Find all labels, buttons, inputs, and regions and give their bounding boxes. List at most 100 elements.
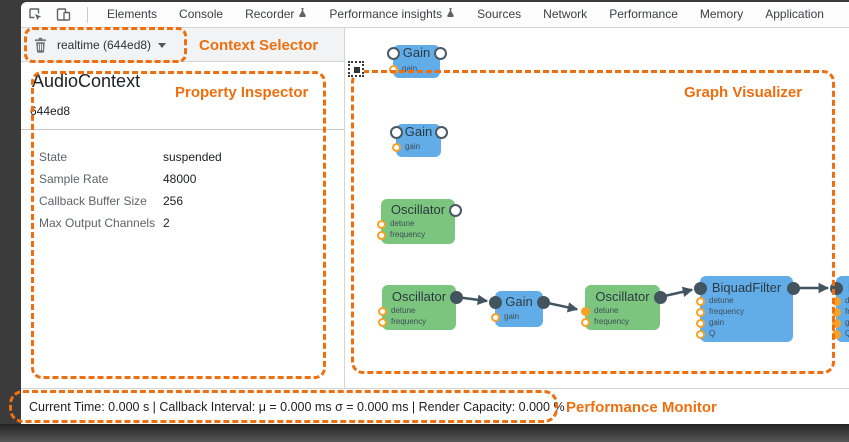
- devtools-window: Elements Console Recorder Performance insig…: [21, 2, 849, 424]
- property-value: suspended: [163, 150, 222, 164]
- output-port: [433, 46, 447, 60]
- tab-memory[interactable]: Memory: [689, 2, 754, 27]
- property-row: State suspended: [39, 146, 336, 168]
- property-label: Max Output Channels: [39, 216, 156, 230]
- param-port-gain: [388, 64, 398, 74]
- inspect-element-icon[interactable]: [28, 7, 43, 22]
- graph-node-oscillator-2[interactable]: Oscillator detune frequency: [382, 285, 456, 330]
- node-title: Gain: [404, 124, 433, 139]
- node-param-label: Q: [709, 329, 716, 338]
- tab-label: Performance: [609, 7, 678, 21]
- node-param-label: frequency: [390, 230, 426, 239]
- node-param-label: Q: [845, 329, 849, 338]
- context-selector-dropdown[interactable]: realtime (644ed8): [57, 37, 167, 52]
- input-port: [488, 295, 502, 309]
- output-port: [653, 290, 667, 304]
- audiocontext-id: 644ed8: [30, 104, 71, 118]
- property-label: State: [39, 150, 68, 164]
- param-port-gain: [695, 318, 705, 328]
- tab-sources[interactable]: Sources: [466, 2, 532, 27]
- tab-label: Network: [543, 7, 588, 21]
- node-param-label: detune: [391, 306, 416, 315]
- output-port: [786, 281, 800, 295]
- tab-label: Sources: [477, 7, 522, 21]
- graph-node-gain-2[interactable]: Gain gain: [396, 124, 441, 157]
- node-param-label: gain: [845, 318, 849, 327]
- toolbar-separator: [87, 6, 88, 23]
- input-port: [386, 46, 400, 60]
- node-title: Oscillator: [391, 289, 447, 304]
- property-label: Callback Buffer Size: [39, 194, 147, 208]
- property-row: Callback Buffer Size 256: [39, 190, 336, 212]
- performance-monitor-bar: Current Time: 0.000 s | Callback Interva…: [21, 388, 849, 424]
- tab-recorder[interactable]: Recorder: [234, 2, 318, 27]
- param-port-detune: [376, 219, 386, 229]
- node-param-label: detune: [845, 296, 849, 305]
- node-title: Gain: [402, 45, 431, 60]
- graph-node-oscillator-1[interactable]: Oscillator detune frequency: [381, 199, 455, 244]
- context-selector-value: realtime (644ed8): [57, 37, 152, 52]
- webaudio-sidebar: realtime (644ed8) AudioContext 644ed8 St…: [21, 28, 345, 388]
- tab-label: Elements: [107, 7, 158, 21]
- graph-node-gain-1[interactable]: Gain gain: [393, 45, 440, 78]
- node-title: BiquadFilter: [711, 280, 782, 295]
- node-param-label: frequency: [845, 307, 849, 316]
- node-param-label: frequency: [391, 317, 427, 326]
- input-port: [389, 125, 403, 139]
- property-value: 2: [163, 216, 170, 230]
- param-port-frequency: [377, 317, 387, 327]
- selection-handle[interactable]: [348, 61, 364, 77]
- node-title: BiquadFilter: [836, 279, 849, 297]
- tab-performance[interactable]: Performance: [598, 2, 689, 27]
- param-port-detune: [695, 296, 705, 306]
- graph-node-oscillator-3[interactable]: Oscillator detune frequency: [585, 285, 660, 330]
- node-param-label: gain: [405, 142, 421, 151]
- performance-monitor-text: Current Time: 0.000 s | Callback Interva…: [29, 399, 565, 414]
- param-port-frequency: [695, 307, 705, 317]
- tab-label: Console: [179, 7, 224, 21]
- node-title: Gain: [505, 294, 533, 309]
- tab-label: Memory: [699, 7, 744, 21]
- tab-elements[interactable]: Elements: [96, 2, 168, 27]
- trash-icon[interactable]: [33, 37, 48, 53]
- node-param-label: detune: [390, 219, 415, 228]
- experiment-flask-icon: [446, 2, 455, 27]
- param-port-detune: [377, 306, 387, 316]
- output-port: [536, 295, 550, 309]
- tab-performance-insights[interactable]: Performance insights: [318, 2, 466, 27]
- node-param-label: detune: [594, 306, 619, 315]
- selection-handle-dot: [354, 67, 360, 73]
- param-port-frequency: [376, 230, 386, 240]
- tab-application[interactable]: Application: [754, 2, 835, 27]
- node-title: Oscillator: [390, 202, 446, 217]
- param-port-frequency: [580, 317, 590, 327]
- tab-console[interactable]: Console: [168, 2, 234, 27]
- output-port: [448, 203, 462, 217]
- graph-node-gain-3[interactable]: Gain gain: [495, 291, 543, 327]
- property-label: Sample Rate: [39, 172, 109, 186]
- property-value: 256: [163, 194, 184, 208]
- node-param-label: gain: [504, 312, 520, 321]
- experiment-flask-icon: [298, 2, 307, 27]
- tab-network[interactable]: Network: [532, 2, 598, 27]
- node-param-label: detune: [709, 296, 734, 305]
- node-param-label: gain: [402, 64, 418, 73]
- param-port-detune: [580, 306, 590, 316]
- input-port: [829, 281, 843, 295]
- node-param-label: gain: [709, 318, 725, 327]
- node-param-label: frequency: [709, 307, 745, 316]
- node-param-label: frequency: [594, 317, 630, 326]
- desktop-shadow: [0, 424, 849, 442]
- device-toolbar-icon[interactable]: [56, 7, 71, 22]
- param-port-frequency: [831, 307, 841, 317]
- tab-label: Recorder: [245, 7, 295, 21]
- node-title: Oscillator: [595, 289, 650, 304]
- inspector-divider: [21, 129, 344, 130]
- output-port: [434, 125, 448, 139]
- tab-label: Application: [765, 7, 824, 21]
